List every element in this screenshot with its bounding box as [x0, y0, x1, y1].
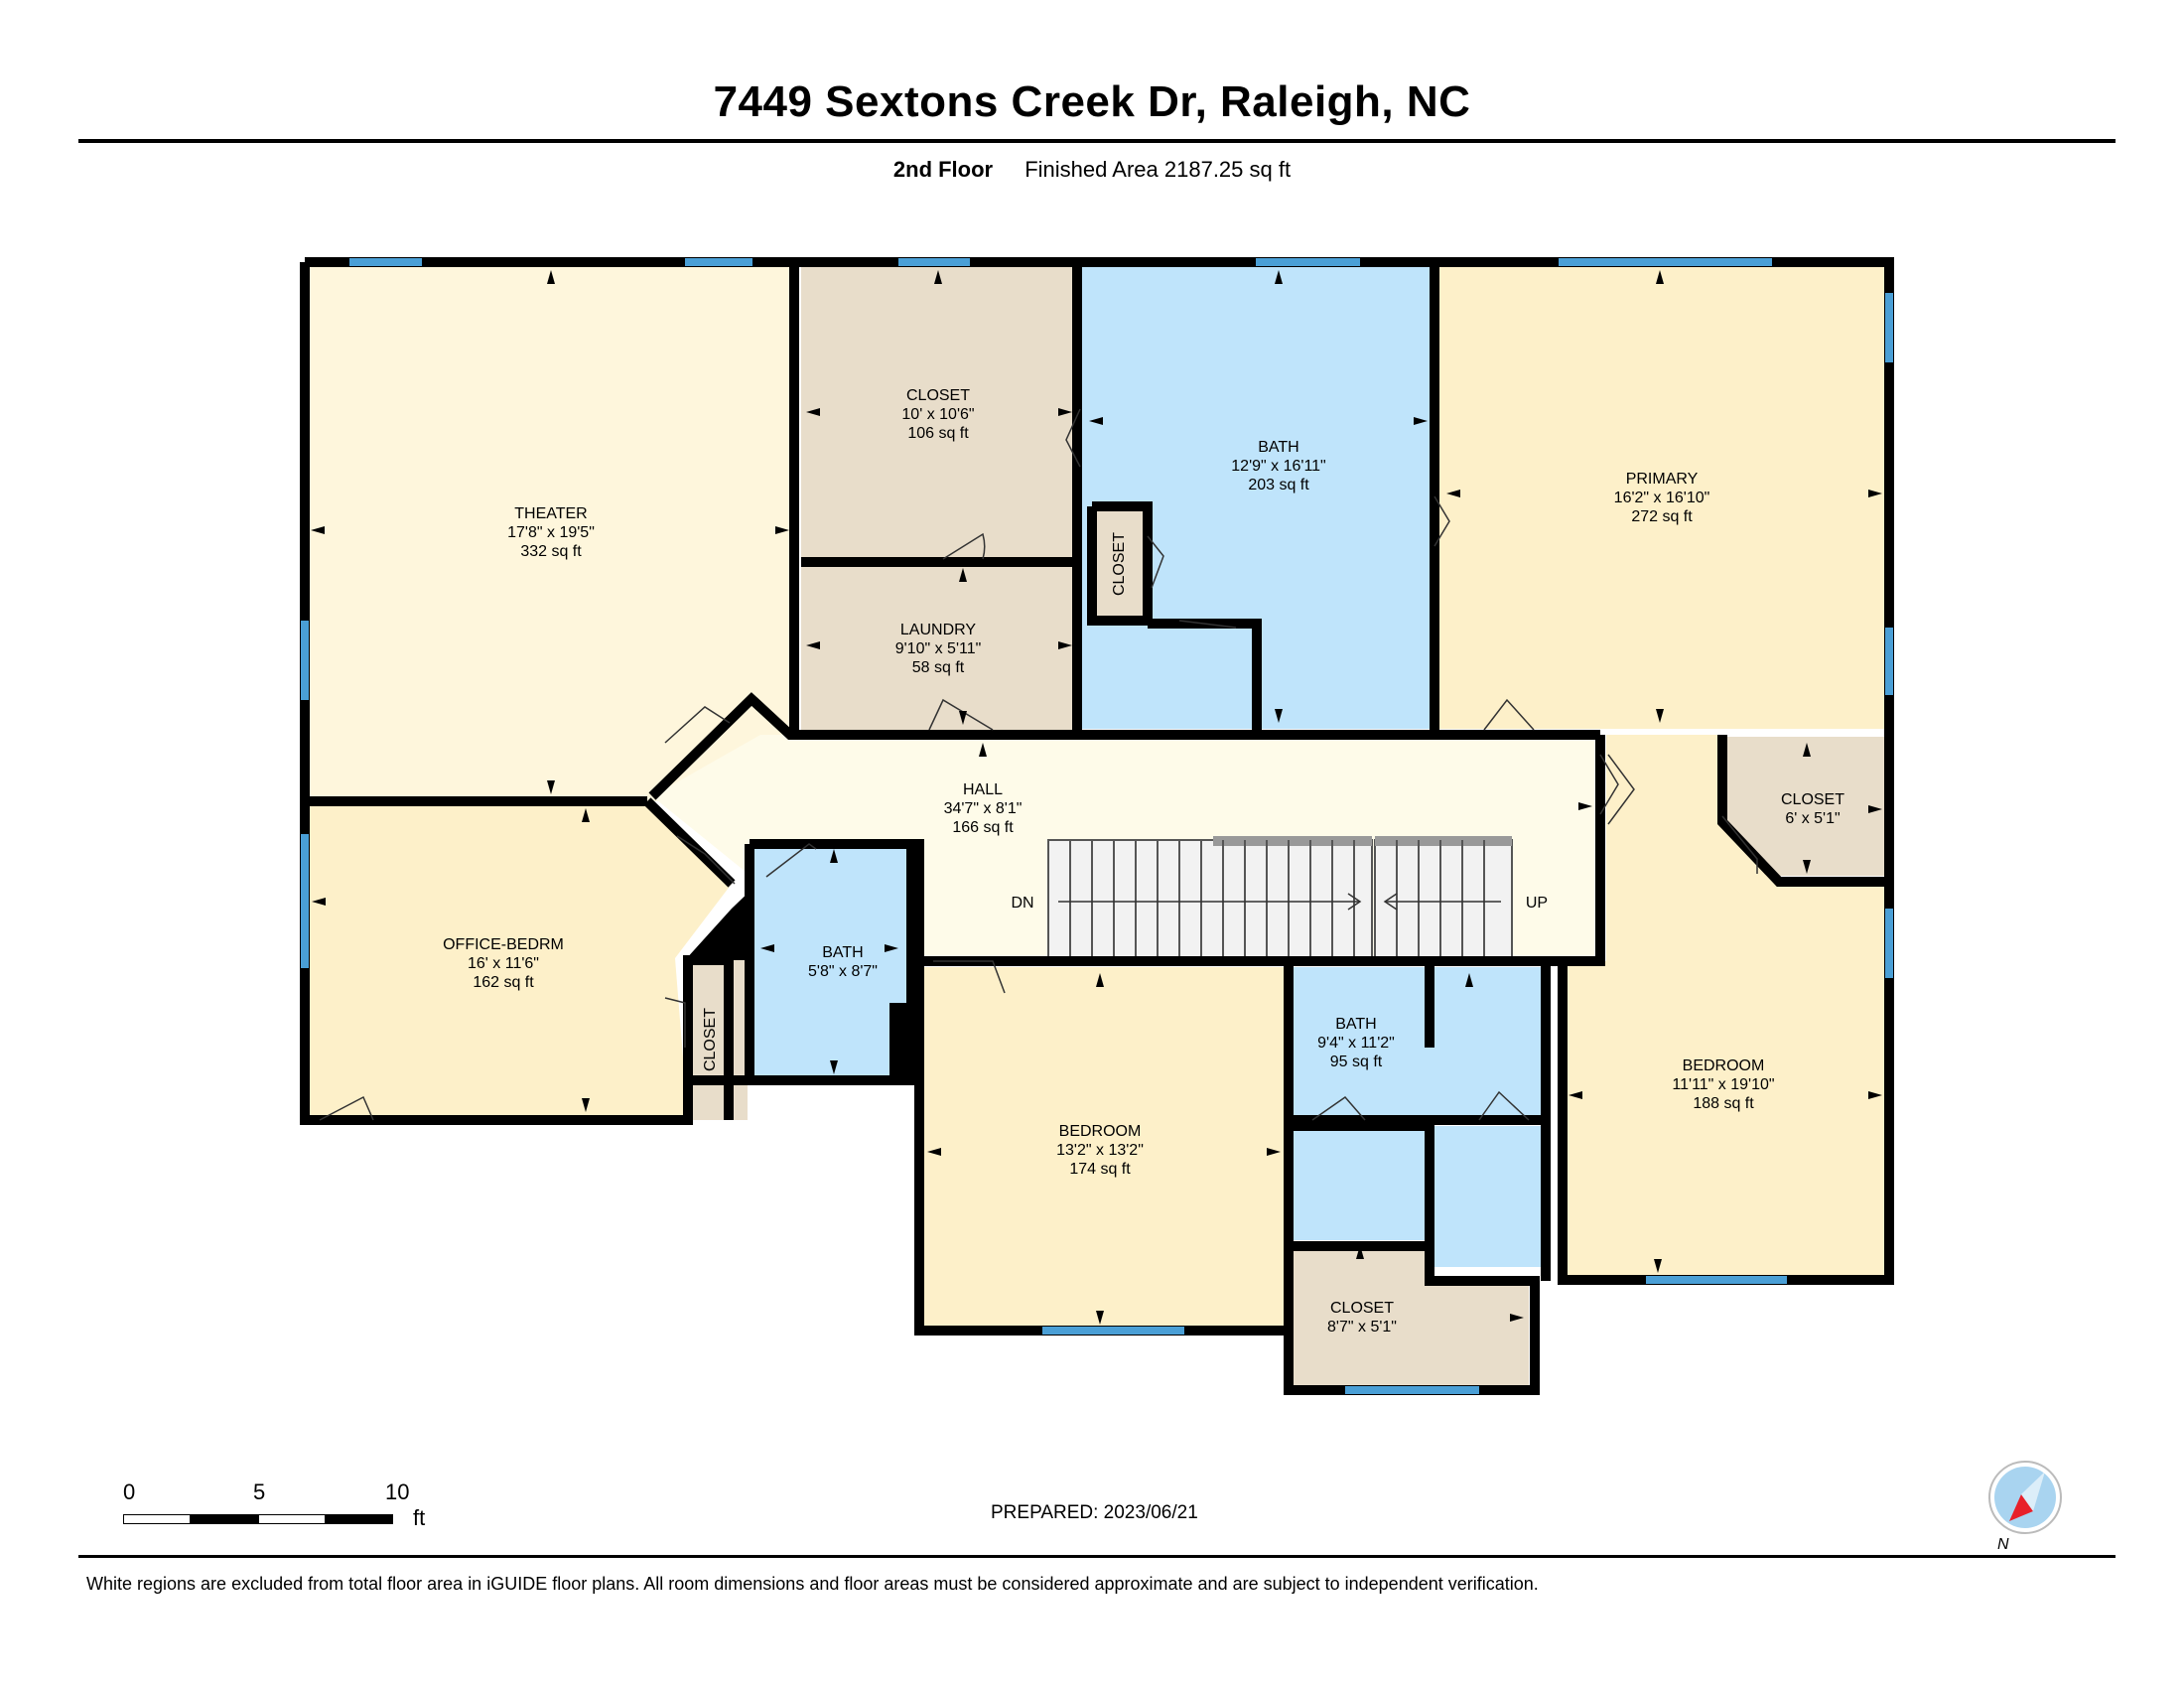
room-area: 174 sq ft: [1069, 1161, 1131, 1178]
compass-north-label: N: [1997, 1536, 2009, 1553]
floor-label: 2nd Floor: [892, 157, 994, 182]
room-dims: 9'4" x 11'2": [1317, 1035, 1395, 1052]
office-closet: [692, 958, 748, 1120]
room-name: BEDROOM: [1059, 1123, 1142, 1140]
room-area: 162 sq ft: [473, 974, 534, 991]
closet-room-2: [1722, 737, 1889, 876]
page-title: 7449 Sextons Creek Dr, Raleigh, NC: [713, 77, 1471, 126]
room-name: LAUNDRY: [900, 622, 977, 638]
room-dims: 17'8" x 19'5": [507, 524, 595, 541]
scale-segment: [258, 1514, 326, 1524]
room-name: HALL: [963, 781, 1003, 798]
room-area: 106 sq ft: [907, 425, 969, 442]
room-name: PRIMARY: [1626, 471, 1699, 488]
room-name: BATH: [1258, 439, 1298, 456]
stairs-up-label: UP: [1526, 895, 1548, 912]
room-dims: 16' x 11'6": [468, 955, 539, 972]
room-name: OFFICE-BEDRM: [443, 936, 564, 953]
primary-room: [1439, 262, 1889, 729]
room-area: 95 sq ft: [1330, 1054, 1383, 1070]
room-area: 203 sq ft: [1248, 477, 1309, 493]
room-name: CLOSET: [1781, 791, 1844, 808]
wall-corner-fill: [685, 887, 754, 960]
room-name: BATH: [1335, 1016, 1376, 1033]
scale-segment: [123, 1514, 191, 1524]
closet-room-1: [801, 262, 1077, 561]
office-bedrm-room: [305, 806, 732, 1120]
bath-3-sub-a: [1289, 1126, 1425, 1240]
finished-area-label: Finished Area 2187.25 sq ft: [1024, 157, 1292, 182]
room-name: BATH: [822, 944, 863, 961]
staircase: [1047, 836, 1513, 960]
room-area: 58 sq ft: [912, 659, 965, 676]
walls: [300, 257, 1894, 1395]
windows: [301, 258, 1893, 1394]
room-fills: [305, 262, 1889, 1387]
dimension-markers: [311, 270, 1882, 1325]
scale-tick: 5: [253, 1479, 266, 1504]
disclaimer-text: White regions are excluded from total fl…: [86, 1574, 1539, 1594]
wall-pier: [889, 1003, 919, 1080]
title-divider: [78, 139, 2116, 143]
room-dims: 11'11" x 19'10": [1672, 1076, 1774, 1093]
scale-segment: [191, 1514, 258, 1524]
room-labels: THEATER 17'8" x 19'5" 332 sq ft CLOSET 1…: [443, 387, 1844, 1336]
room-name: BEDROOM: [1683, 1057, 1765, 1074]
floor-subtitle: 2nd Floor Finished Area 2187.25 sq ft: [0, 157, 2184, 183]
closet-tag: CLOSET: [702, 1008, 719, 1071]
room-area: 332 sq ft: [520, 543, 582, 560]
room-dims: 12'9" x 16'11": [1231, 458, 1325, 475]
room-name: CLOSET: [1330, 1300, 1394, 1317]
scale-bar: 0 5 10 ft: [123, 1479, 451, 1539]
room-area: 166 sq ft: [952, 819, 1014, 836]
footer-divider: [78, 1555, 2116, 1558]
bath-room-2: [754, 844, 913, 1079]
bath-closet: [1097, 506, 1148, 618]
closet-room-3: [1289, 1245, 1529, 1387]
scale-tick: 10: [385, 1479, 410, 1504]
room-dims: 6' x 5'1": [1785, 810, 1840, 827]
room-dims: 9'10" x 5'11": [895, 640, 982, 657]
scale-tick: 0: [123, 1479, 136, 1504]
room-area: 188 sq ft: [1693, 1095, 1754, 1112]
room-dims: 34'7" x 8'1": [944, 800, 1023, 817]
bedroom-room-2: [919, 967, 1284, 1331]
room-dims: 8'7" x 5'1": [1327, 1319, 1397, 1336]
closet-tag: CLOSET: [1111, 532, 1128, 596]
room-area: 272 sq ft: [1631, 508, 1693, 525]
room-dims: 13'2" x 13'2": [1056, 1142, 1144, 1159]
scale-segment: [326, 1514, 393, 1524]
laundry-room: [801, 561, 1077, 730]
prepared-date: PREPARED: 2023/06/21: [991, 1502, 1198, 1523]
compass-icon: N: [1988, 1461, 2062, 1553]
room-name: THEATER: [514, 505, 587, 522]
bath-3-sub-b: [1430, 1126, 1546, 1267]
doors: [319, 408, 1758, 1121]
room-name: CLOSET: [906, 387, 970, 404]
room-dims: 5'8" x 8'7": [808, 963, 878, 980]
room-dims: 10' x 10'6": [901, 406, 974, 423]
stairs-down-label: DN: [1011, 895, 1033, 912]
bedroom-room-1: [1563, 735, 1889, 1275]
room-dims: 16'2" x 16'10": [1614, 490, 1710, 506]
scale-unit: ft: [413, 1505, 426, 1530]
